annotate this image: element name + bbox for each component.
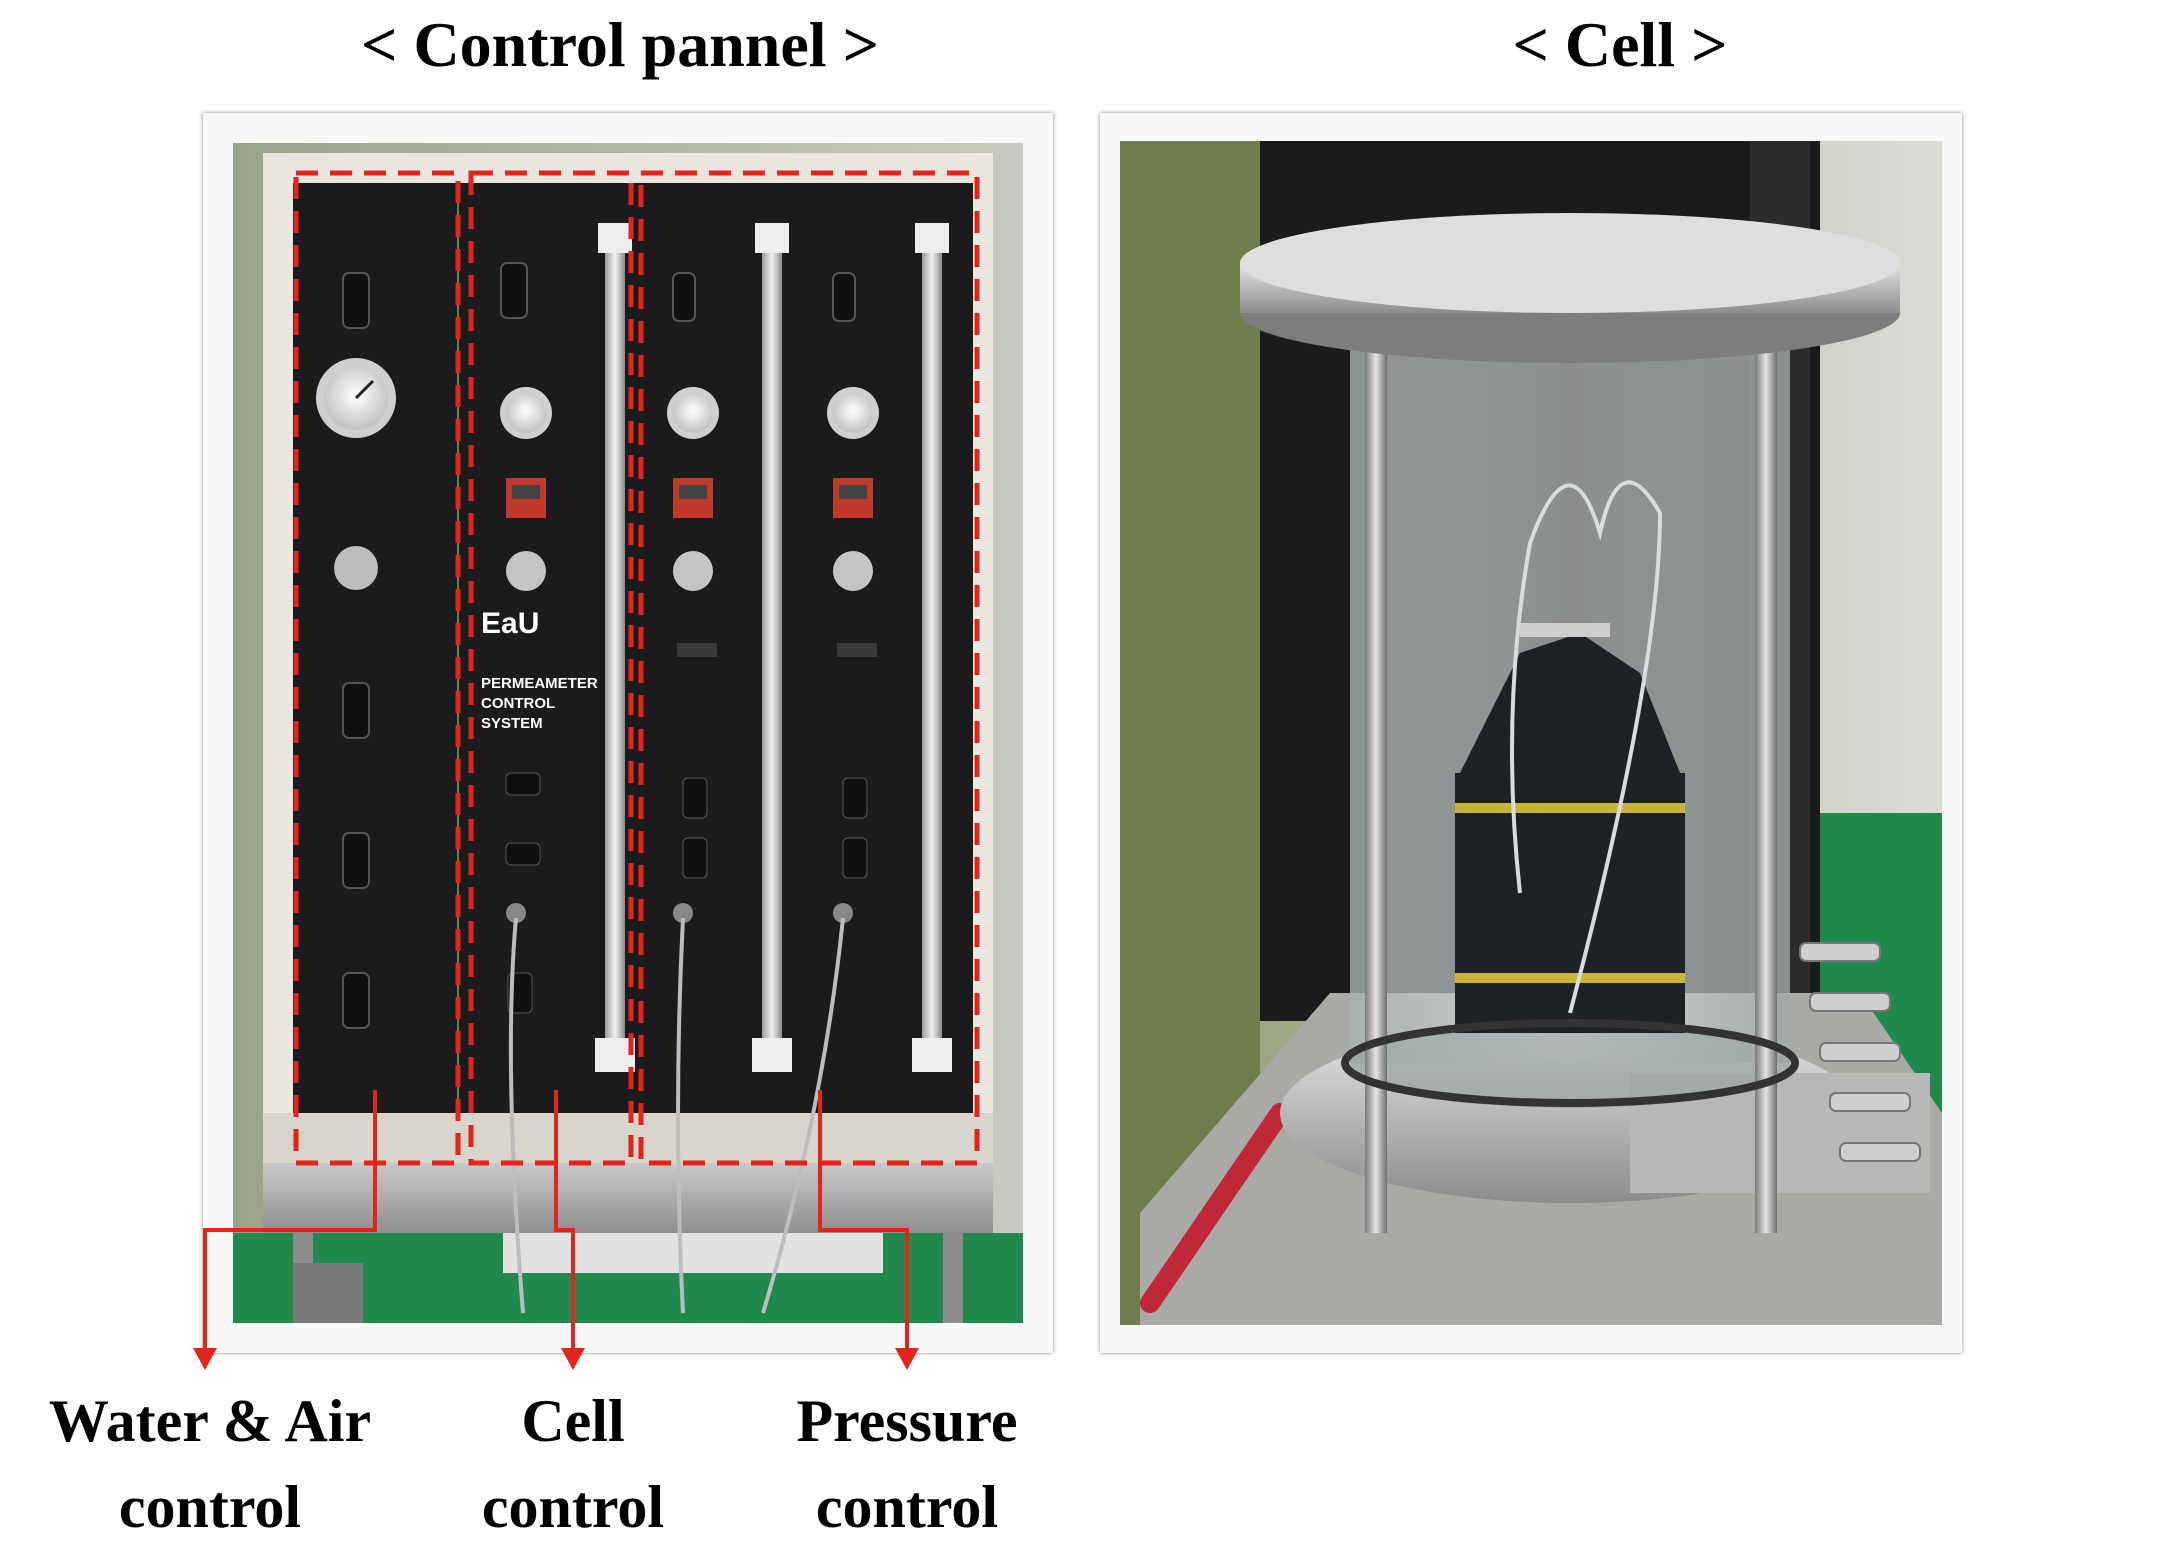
label-cell-line2: control — [481, 1474, 665, 1540]
pressure-column-2 — [827, 223, 952, 1072]
panel-logo-line3: SYSTEM — [481, 715, 543, 732]
label-water-air-line2: control — [118, 1474, 302, 1540]
pressure-column-1 — [667, 223, 792, 1072]
panel-logo-line1: PERMEAMETER — [481, 675, 598, 692]
label-water-air-control: Water & Air control — [10, 1378, 410, 1550]
cell-title: < Cell > — [1512, 9, 1728, 80]
panel-logo-line2: CONTROL — [481, 695, 555, 712]
label-water-air-line1: Water & Air — [48, 1388, 372, 1454]
label-cell-line1: Cell — [521, 1388, 625, 1454]
control-panel-photo: EaU PERMEAMETER CONTROL SYSTEM — [203, 113, 1053, 1353]
panel-brand: EaU — [481, 607, 539, 640]
label-pressure-control: Pressure control — [767, 1378, 1047, 1550]
water-air-column — [316, 272, 396, 1029]
control-panel-illustration: EaU PERMEAMETER CONTROL SYSTEM — [233, 143, 1023, 1323]
label-pressure-line2: control — [815, 1474, 999, 1540]
cell-photo — [1100, 113, 1962, 1353]
label-pressure-line1: Pressure — [796, 1388, 1018, 1454]
control-panel-title: < Control pannel > — [360, 9, 880, 80]
label-cell-control: Cell control — [443, 1378, 703, 1550]
cell-illustration — [1120, 141, 1942, 1325]
